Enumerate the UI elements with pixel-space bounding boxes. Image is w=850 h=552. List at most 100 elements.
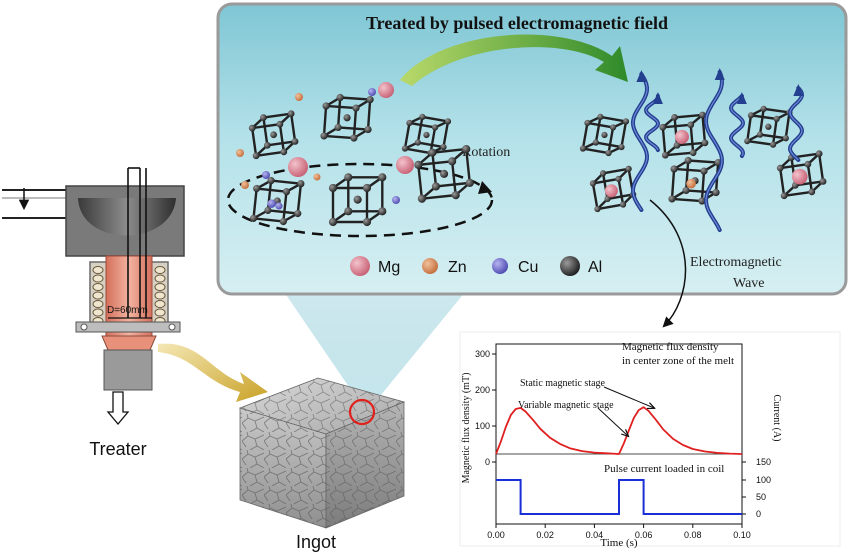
al-atom <box>584 119 591 127</box>
induction-coils <box>92 266 166 325</box>
al-atom <box>334 123 342 132</box>
al-atom <box>594 205 601 213</box>
x-tick-label: 0.06 <box>635 530 653 540</box>
x-axis-label: Time (s) <box>600 537 638 549</box>
diameter-label: D=60mm <box>107 305 148 316</box>
al-atom <box>462 144 471 154</box>
al-atom <box>417 194 426 203</box>
coil-turn <box>154 300 166 308</box>
mg-atom <box>674 129 689 144</box>
coil-turn <box>92 300 104 308</box>
y2-tick-label: 50 <box>756 492 766 502</box>
al-atom <box>782 135 789 142</box>
chart-marks <box>495 386 743 515</box>
wave-label-line2: Wave <box>733 276 765 291</box>
cu-atom <box>392 196 400 204</box>
al-atom <box>659 123 667 131</box>
al-atom <box>263 141 271 149</box>
al-atom <box>661 151 669 159</box>
al-atom <box>819 178 827 185</box>
al-atom <box>744 137 751 145</box>
y-tick-label: 0 <box>485 457 490 467</box>
al-atom <box>322 102 330 110</box>
al-atom <box>618 143 625 151</box>
al-atom <box>260 114 267 121</box>
al-atom <box>249 214 258 222</box>
x-tick-label: 0.04 <box>586 530 604 540</box>
al-atom <box>699 111 706 119</box>
al-atom <box>287 110 295 118</box>
legend-item-mg: Mg <box>350 256 400 276</box>
wave-arrowhead-icon <box>736 92 747 104</box>
al-atom <box>428 148 437 157</box>
mg-atom <box>396 156 414 174</box>
al-atom <box>344 173 353 182</box>
wave-to-chart-arrow <box>649 199 687 328</box>
al-atom <box>589 180 597 187</box>
legend-item-cu: Cu <box>492 258 538 276</box>
al-atom <box>291 138 299 145</box>
al-atom <box>378 173 387 182</box>
electromagnetic-waves <box>630 68 805 232</box>
al-atom <box>431 182 441 191</box>
annotation-arrow-static <box>603 386 654 408</box>
y-axis-label-flux: Magnetic flux density (mT) <box>461 373 472 484</box>
lattice-cell <box>744 105 793 148</box>
cu-atom <box>368 88 376 96</box>
flux-density-line <box>495 406 743 455</box>
rotation-ellipse <box>226 162 494 238</box>
lattice-cell <box>328 173 387 227</box>
wave-arrowhead-icon <box>636 70 647 82</box>
al-atom <box>804 160 812 168</box>
al-atom <box>465 178 474 187</box>
al-atom <box>353 195 362 204</box>
al-atom <box>765 123 772 130</box>
al-atom <box>440 143 447 151</box>
mg-atom-icon <box>350 256 370 276</box>
al-atom <box>267 176 275 185</box>
al-atom <box>815 150 823 158</box>
lattice-cell <box>659 111 709 159</box>
bowl <box>78 198 176 236</box>
al-atom <box>671 114 678 121</box>
wave-arrowhead-icon <box>793 84 804 96</box>
coil-turn <box>92 283 104 291</box>
coil-turn <box>154 283 166 291</box>
nozzle <box>101 335 157 351</box>
al-atom <box>689 149 697 157</box>
pulse-current-line <box>496 479 742 515</box>
zn-atom <box>236 149 244 157</box>
legend-label: Mg <box>378 259 400 276</box>
x-tick-label: 0.08 <box>684 530 702 540</box>
al-atom <box>344 207 353 216</box>
al-atom <box>769 141 777 148</box>
rotation-label: Rotation <box>462 145 510 160</box>
al-atom <box>712 188 720 197</box>
al-atom <box>439 169 449 178</box>
al-atom <box>328 217 338 227</box>
treater-label: Treater <box>89 439 146 459</box>
coil-turn <box>92 291 104 300</box>
al-atom <box>760 105 767 112</box>
al-atom <box>444 118 452 125</box>
al-atom <box>619 201 627 208</box>
zn-atom <box>313 173 321 181</box>
al-atom <box>673 141 681 149</box>
al-atom <box>248 124 256 132</box>
free-atoms <box>236 82 414 204</box>
cu-atom <box>262 171 270 179</box>
al-atom <box>362 183 372 193</box>
al-atom <box>701 139 709 147</box>
al-atom <box>364 125 372 134</box>
al-atom <box>698 197 706 205</box>
al-atom <box>264 206 272 214</box>
al-atom <box>599 170 607 177</box>
ingot-cube: Ingot <box>238 377 406 552</box>
al-atom <box>352 104 360 112</box>
zn-atom <box>241 181 249 189</box>
annotation-variable: Variable magnetic stage <box>518 400 614 411</box>
cu-atom <box>267 199 276 208</box>
x-tick-label: 0.00 <box>487 530 505 540</box>
cu-atom-icon <box>492 258 508 274</box>
